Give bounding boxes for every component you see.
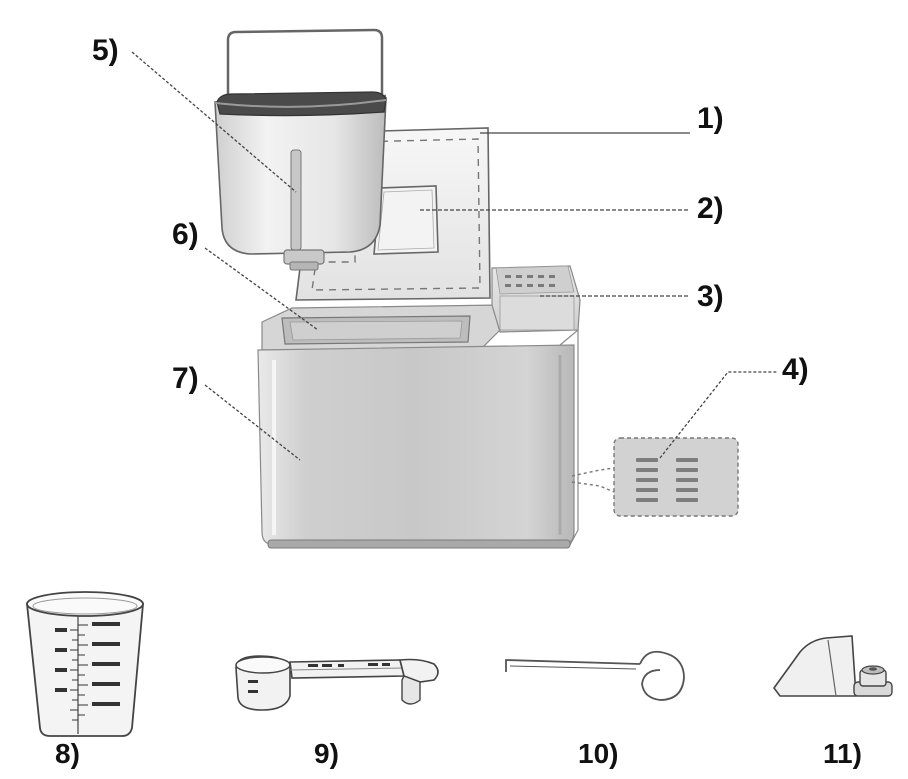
label-8: 8) bbox=[55, 738, 80, 769]
leader-6 bbox=[204, 247, 319, 331]
bread-maker-body bbox=[257, 304, 579, 549]
measuring-spoon bbox=[235, 655, 439, 711]
control-buttons bbox=[505, 275, 555, 287]
vent-slots bbox=[636, 458, 698, 502]
bread-pan bbox=[214, 28, 387, 271]
label-4: 4) bbox=[782, 353, 809, 386]
label-2: 2) bbox=[697, 192, 724, 225]
leader-5 bbox=[131, 51, 297, 193]
power-cord bbox=[571, 437, 739, 517]
label-3: 3) bbox=[697, 280, 724, 313]
label-11: 11) bbox=[823, 738, 862, 769]
measuring-cup bbox=[26, 591, 144, 737]
label-6: 6) bbox=[172, 218, 199, 251]
label-9: 9) bbox=[314, 738, 339, 769]
leader-7 bbox=[204, 384, 301, 461]
label-10: 10) bbox=[578, 738, 619, 769]
label-5: 5) bbox=[92, 34, 119, 67]
leader-lines bbox=[131, 51, 778, 461]
label-1: 1) bbox=[697, 102, 724, 135]
kneading-hook bbox=[505, 650, 685, 701]
control-panel bbox=[491, 265, 581, 333]
leader-4 bbox=[659, 371, 778, 459]
kneading-paddle bbox=[773, 635, 893, 697]
label-7: 7) bbox=[172, 362, 199, 395]
